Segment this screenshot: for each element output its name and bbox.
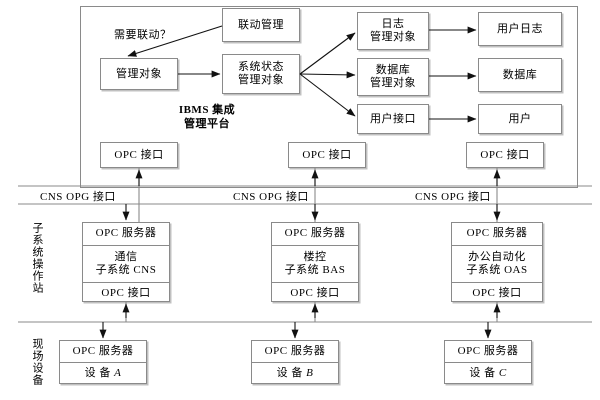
box-user[interactable]: 用户 <box>478 104 562 134</box>
device-name-cell: 设 备 B <box>252 362 338 384</box>
opc-server-cell: OPC 服务器 <box>60 341 146 362</box>
subsystem-name-cell: 办公自动化 子系统 OAS <box>452 245 542 282</box>
device-id: C <box>498 366 507 379</box>
cell-label-line2: 子系统 CNS <box>95 264 157 276</box>
opc-server-cell: OPC 服务器 <box>83 223 169 245</box>
box-database-management-object[interactable]: 数据库 管理对象 <box>357 58 429 96</box>
box-label: 用户 <box>508 112 532 125</box>
field-device-node-c[interactable]: OPC 服务器 设 备 C <box>444 340 532 384</box>
cell-label: OPC 服务器 <box>466 227 528 240</box>
platform-title-line1: IBMS 集成 <box>178 104 236 116</box>
device-prefix: 设 备 <box>469 366 499 379</box>
box-managed-object[interactable]: 管理对象 <box>100 58 178 90</box>
device-name-cell: 设 备 A <box>60 362 146 384</box>
cell-label: OPC 接口 <box>290 286 340 299</box>
cell-label: 设 备 A <box>85 367 122 380</box>
opc-interface-cell: OPC 接口 <box>272 282 358 304</box>
box-label: 联动管理 <box>238 18 284 31</box>
cell-label-line1: 楼控 <box>303 250 327 263</box>
opc-server-cell: OPC 服务器 <box>452 223 542 245</box>
cell-label: OPC 服务器 <box>284 227 346 240</box>
device-prefix: 设 备 <box>276 366 307 379</box>
cell-label: OPC 服务器 <box>264 344 326 357</box>
cell-label: OPC 服务器 <box>95 227 157 240</box>
cell-label-line2: 子系统 OAS <box>466 264 528 276</box>
ibms-platform-frame <box>80 6 578 188</box>
box-label: OPC 接口 <box>114 148 164 161</box>
box-label-line2: 管理对象 <box>238 74 284 86</box>
field-device-node-a[interactable]: OPC 服务器 设 备 A <box>59 340 147 384</box>
box-user-interface[interactable]: 用户接口 <box>357 104 429 134</box>
bus-label-cns-opg-left: CNS OPG 接口 <box>40 191 116 203</box>
box-label: OPC 接口 <box>302 148 352 161</box>
box-label-line2: 管理对象 <box>370 31 416 43</box>
box-label: 管理对象 <box>116 67 162 80</box>
subsystem-node-bas[interactable]: OPC 服务器 楼控 子系统 BAS OPC 接口 <box>271 222 359 302</box>
box-label: 用户日志 <box>497 22 543 35</box>
cell-label: 设 备 C <box>469 367 506 380</box>
box-label: OPC 接口 <box>480 148 530 161</box>
device-id: A <box>114 366 122 379</box>
opc-interface-cell: OPC 接口 <box>452 282 542 304</box>
opc-server-cell: OPC 服务器 <box>272 223 358 245</box>
opc-interface-platform-bas[interactable]: OPC 接口 <box>288 142 366 168</box>
subsystem-name-cell: 通信 子系统 CNS <box>83 245 169 282</box>
device-prefix: 设 备 <box>84 366 115 379</box>
device-id: B <box>306 366 314 379</box>
bus-label-cns-opg-right: CNS OPG 接口 <box>415 191 491 203</box>
cell-label-line1: 通信 <box>114 250 138 263</box>
layer-label-subsystem-workstation: 子系统操作站 <box>31 222 43 294</box>
box-label-line1: 系统状态 <box>238 61 284 74</box>
cell-label-line1: 办公自动化 <box>468 250 526 263</box>
box-label-line2: 管理对象 <box>370 77 416 89</box>
bus-label-cns-opg-center: CNS OPG 接口 <box>233 191 309 203</box>
box-label: 用户接口 <box>370 112 416 125</box>
platform-title-line2: 管理平台 <box>184 118 230 130</box>
cell-label: OPC 服务器 <box>72 344 134 357</box>
layer-label-field-devices: 现场设备 <box>31 338 43 386</box>
opc-interface-platform-cns[interactable]: OPC 接口 <box>100 142 178 168</box>
opc-server-cell: OPC 服务器 <box>445 341 531 362</box>
subsystem-name-cell: 楼控 子系统 BAS <box>272 245 358 282</box>
device-name-cell: 设 备 C <box>445 362 531 384</box>
box-log-management-object[interactable]: 日志 管理对象 <box>357 12 429 50</box>
box-label: 数据库 <box>502 68 538 81</box>
box-system-state-management-object[interactable]: 系统状态 管理对象 <box>222 54 300 94</box>
box-linkage-management[interactable]: 联动管理 <box>222 8 300 42</box>
opc-server-cell: OPC 服务器 <box>252 341 338 362</box>
subsystem-node-cns[interactable]: OPC 服务器 通信 子系统 CNS OPC 接口 <box>82 222 170 302</box>
field-device-node-b[interactable]: OPC 服务器 设 备 B <box>251 340 339 384</box>
subsystem-node-oas[interactable]: OPC 服务器 办公自动化 子系统 OAS OPC 接口 <box>451 222 543 302</box>
cell-label: OPC 接口 <box>101 286 151 299</box>
cell-label: OPC 接口 <box>472 286 522 299</box>
box-user-log[interactable]: 用户日志 <box>478 12 562 46</box>
box-label-line1: 数据库 <box>375 64 411 77</box>
condition-label-need-linkage: 需要联动？ <box>114 29 172 41</box>
box-database[interactable]: 数据库 <box>478 58 562 92</box>
box-label-line1: 日志 <box>381 18 405 31</box>
opc-interface-platform-oas[interactable]: OPC 接口 <box>466 142 544 168</box>
cell-label: OPC 服务器 <box>457 344 519 357</box>
opc-interface-cell: OPC 接口 <box>83 282 169 304</box>
cell-label-line2: 子系统 BAS <box>284 264 346 276</box>
cell-label: 设 备 B <box>277 367 314 380</box>
